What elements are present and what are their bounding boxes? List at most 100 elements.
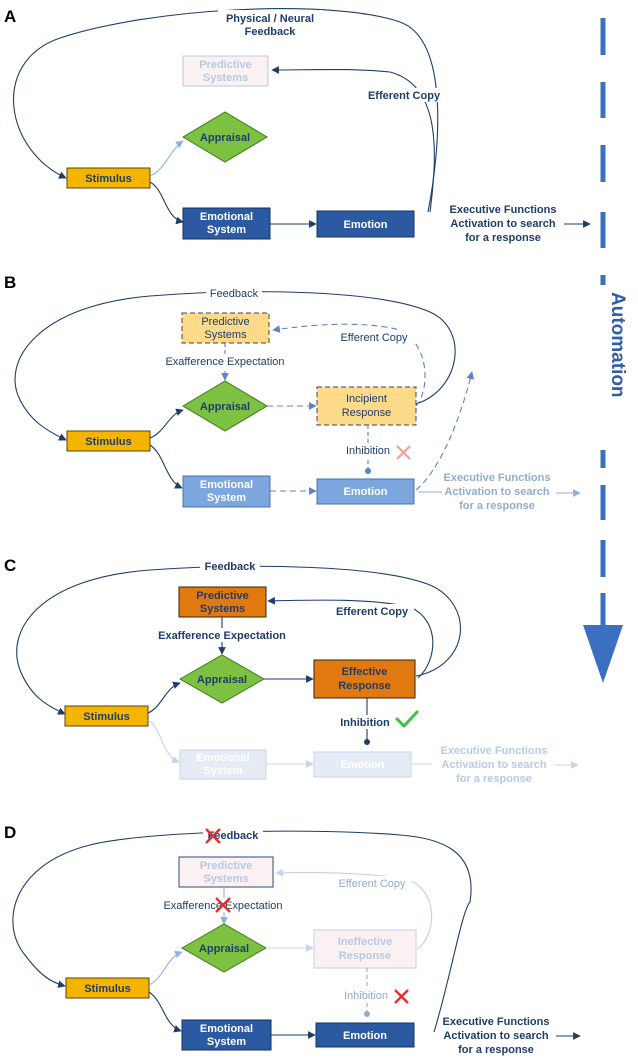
emotion-box-d bbox=[315, 1022, 415, 1048]
incipient-box-b bbox=[316, 386, 417, 426]
exafference-label-c: Exafference Expectation bbox=[158, 630, 286, 642]
emotion-text-b: Emotion bbox=[344, 486, 388, 498]
feedback-loop-b bbox=[14, 291, 456, 441]
feedback-label-c: Feedback bbox=[205, 561, 257, 573]
panel-letter-d: D bbox=[4, 823, 16, 842]
efferent-label-a: Efferent Copy bbox=[368, 90, 441, 102]
emotion-box-b bbox=[316, 478, 415, 505]
efferent-arrow-a bbox=[271, 66, 435, 213]
ineffective-text-d-2: Response bbox=[339, 950, 392, 962]
exafference-label-b: Exafference Expectation bbox=[165, 356, 284, 368]
panel-a: A Physical / Neural Feedback Efferent Co… bbox=[4, 7, 591, 244]
emotion-text-a: Emotion bbox=[344, 219, 388, 231]
predictive-text-b-2: Systems bbox=[204, 329, 247, 341]
panel-c: C Feedback Efferent Copy Predictive Syst… bbox=[4, 556, 579, 785]
predictive-text-c-2: Systems bbox=[200, 603, 245, 615]
executive-text-a-3: for a response bbox=[465, 232, 541, 244]
executive-text-c-3: for a response bbox=[456, 773, 532, 785]
automation-label: Automation bbox=[607, 292, 628, 398]
stim-to-appraisal-a bbox=[149, 140, 184, 177]
emotional-text-c-2: System bbox=[203, 765, 242, 777]
effective-box-c bbox=[313, 659, 416, 699]
stimulus-box-a bbox=[66, 167, 151, 189]
panel-letter-a: A bbox=[4, 7, 16, 26]
appraisal-text-b: Appraisal bbox=[200, 401, 250, 413]
inhibition-label-b: Inhibition bbox=[346, 445, 390, 457]
predictive-text-d-2: Systems bbox=[203, 873, 248, 885]
stimulus-text-c: Stimulus bbox=[83, 711, 129, 723]
predictive-text-a-1: Predictive bbox=[199, 59, 252, 71]
ineffective-text-d-1: Ineffective bbox=[338, 936, 392, 948]
predictive-box-b bbox=[181, 312, 270, 344]
stim-to-appraisal-c bbox=[147, 681, 181, 714]
feedback-label-b: Feedback bbox=[210, 288, 259, 300]
predictive-box-a bbox=[182, 55, 269, 87]
emotional-text-b-2: System bbox=[207, 492, 246, 504]
emotional-system-box-c bbox=[179, 749, 267, 780]
emotion-text-d: Emotion bbox=[343, 1030, 387, 1042]
executive-text-b-1: Executive Functions bbox=[444, 472, 551, 484]
cross-icon bbox=[215, 897, 231, 913]
inhibition-label-c: Inhibition bbox=[340, 717, 390, 729]
executive-text-d-1: Executive Functions bbox=[443, 1016, 550, 1028]
stim-to-emotional-d bbox=[148, 991, 182, 1033]
incipient-text-b-2: Response bbox=[342, 407, 392, 419]
stim-to-emotional-c bbox=[147, 719, 180, 764]
panel-letter-b: B bbox=[4, 273, 16, 292]
executive-text-c-2: Activation to search bbox=[441, 759, 546, 771]
stim-to-emotional-a bbox=[149, 181, 184, 225]
ineffective-box-d bbox=[313, 929, 417, 969]
effective-text-c-1: Effective bbox=[342, 666, 388, 678]
effective-text-c-2: Response bbox=[338, 680, 391, 692]
cross-icon bbox=[205, 828, 221, 844]
predictive-text-c-1: Predictive bbox=[196, 590, 249, 602]
stimulus-box-b bbox=[66, 430, 151, 452]
inhibition-dot-d bbox=[364, 1011, 370, 1017]
emotional-system-box-b bbox=[182, 475, 271, 508]
predictive-text-d-1: Predictive bbox=[200, 860, 253, 872]
efferent-label-c: Efferent Copy bbox=[336, 606, 409, 618]
stimulus-text-d: Stimulus bbox=[84, 983, 130, 995]
efferent-label-b: Efferent Copy bbox=[340, 332, 408, 344]
appraisal-diamond-a bbox=[182, 111, 268, 163]
predictive-text-a-2: Systems bbox=[203, 72, 248, 84]
feedback-label-d: Feedback bbox=[208, 830, 260, 842]
automation-arrow bbox=[583, 18, 623, 683]
stimulus-text-b: Stimulus bbox=[85, 436, 131, 448]
panel-letter-c: C bbox=[4, 556, 16, 575]
feedback-loop-c bbox=[16, 565, 462, 715]
emotional-text-c-1: Emotional bbox=[196, 752, 249, 764]
emotional-text-a-2: System bbox=[207, 224, 246, 236]
stimulus-box-c bbox=[64, 705, 149, 727]
emotion-to-feedback-b bbox=[415, 371, 475, 491]
stimulus-text-a: Stimulus bbox=[85, 173, 131, 185]
feedback-label-a-1: Physical / Neural bbox=[226, 13, 314, 25]
inhibition-dot-c bbox=[364, 739, 370, 745]
executive-text-b-2: Activation to search bbox=[444, 486, 549, 498]
efferent-label-d: Efferent Copy bbox=[338, 878, 406, 890]
check-icon bbox=[395, 710, 419, 728]
executive-text-d-3: for a response bbox=[458, 1044, 534, 1056]
panel-d: D Feedback Efferent Copy Predictive Syst… bbox=[4, 823, 581, 1056]
stim-to-appraisal-b bbox=[149, 408, 184, 439]
cross-icon bbox=[396, 445, 411, 460]
inhibition-dot-b bbox=[365, 468, 371, 474]
executive-text-a-2: Activation to search bbox=[450, 218, 555, 230]
inhibition-label-d: Inhibition bbox=[344, 990, 388, 1002]
efferent-arrow-b bbox=[272, 323, 426, 407]
stim-to-appraisal-d bbox=[148, 950, 183, 986]
emotional-text-d-1: Emotional bbox=[200, 1023, 253, 1035]
appraisal-text-a: Appraisal bbox=[200, 132, 250, 144]
executive-text-a-1: Executive Functions bbox=[450, 204, 557, 216]
emotional-text-b-1: Emotional bbox=[200, 479, 253, 491]
emotion-text-c: Emotion bbox=[341, 759, 385, 771]
predictive-text-b-1: Predictive bbox=[201, 316, 249, 328]
emotional-text-a-1: Emotional bbox=[200, 211, 253, 223]
stim-to-emotional-b bbox=[149, 444, 183, 489]
appraisal-text-c: Appraisal bbox=[197, 674, 247, 686]
executive-text-b-3: for a response bbox=[459, 500, 535, 512]
stimulus-box-d bbox=[65, 977, 150, 999]
emotional-text-d-2: System bbox=[207, 1036, 246, 1048]
emotion-box-a bbox=[316, 210, 415, 238]
